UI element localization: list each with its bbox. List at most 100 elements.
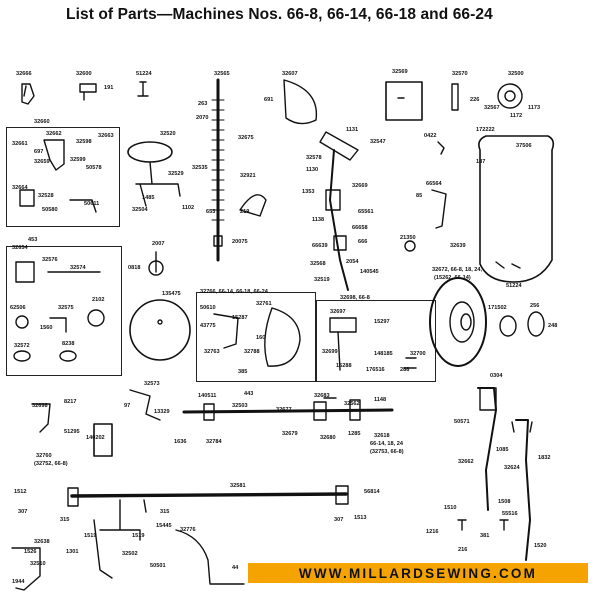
part-label: 32761 — [256, 301, 272, 307]
part-label: 50610 — [200, 305, 216, 311]
part-label: 248 — [548, 323, 558, 329]
part-label: 32698, 66-8 — [340, 295, 370, 301]
part-label: 160 — [256, 335, 266, 341]
part-label: 140545 — [360, 269, 379, 275]
part-label: 15287 — [232, 315, 248, 321]
part-label: 219 — [240, 209, 250, 215]
assembly-frame-32766 — [196, 292, 316, 382]
part-label: 0422 — [424, 133, 437, 139]
part-label: 51224 — [136, 71, 152, 77]
part-label: 385 — [238, 369, 248, 375]
part-label: 1138 — [312, 217, 325, 223]
part-label: 32760 — [36, 453, 52, 459]
part-label: 66658 — [352, 225, 368, 231]
part-label: 1148 — [374, 397, 387, 403]
part-label: 32519 — [314, 277, 330, 283]
part-label: 50580 — [42, 207, 58, 213]
part-label: 1519 — [132, 533, 145, 539]
part-label: 32547 — [370, 139, 386, 145]
part-label: 8217 — [64, 399, 77, 405]
part-label: 32672, 66-8, 18, 24, — [432, 267, 483, 273]
part-label: 1510 — [444, 505, 457, 511]
part-label: 56814 — [364, 489, 380, 495]
part-label: 1131 — [346, 127, 359, 133]
part-label: 32624 — [504, 465, 520, 471]
part-label: 453 — [28, 237, 38, 243]
part-label: 1519 — [84, 533, 97, 539]
part-label: 32662 — [46, 131, 62, 137]
part-label: 32528 — [38, 193, 54, 199]
part-label: 0818 — [128, 265, 141, 271]
part-label: 32535 — [192, 165, 208, 171]
part-label: 32661 — [12, 141, 28, 147]
part-label: 1301 — [66, 549, 79, 555]
part-label: 32663 — [98, 133, 114, 139]
part-label: 44 — [232, 565, 239, 571]
part-label: 32699 — [322, 349, 338, 355]
part-label: (15262, 66-14) — [434, 275, 471, 281]
part-label: 443 — [244, 391, 254, 397]
part-label: 307 — [334, 517, 344, 523]
part-label: 66639 — [312, 243, 328, 249]
part-label: 65561 — [358, 209, 374, 215]
part-label: 381 — [480, 533, 490, 539]
part-label: 2007 — [152, 241, 165, 247]
part-label: 288 — [400, 367, 410, 373]
part-label: 176516 — [366, 367, 385, 373]
website-banner[interactable]: WWW.MILLARDSEWING.COM — [248, 563, 588, 583]
part-label: 187 — [476, 159, 486, 165]
part-label: 1173 — [528, 105, 541, 111]
part-label: 32664 — [12, 185, 28, 191]
part-label: 55516 — [502, 511, 518, 517]
part-label: 37506 — [516, 143, 532, 149]
part-label: 1560 — [40, 325, 53, 331]
part-label: 32565 — [214, 71, 230, 77]
part-label: 51224 — [506, 283, 522, 289]
part-label: 32784 — [206, 439, 222, 445]
part-label: 1508 — [498, 499, 511, 505]
part-label: 32573 — [144, 381, 160, 387]
part-label: 32698 — [32, 403, 48, 409]
part-label: 85 — [416, 193, 423, 199]
assembly-frame-32654 — [6, 246, 122, 376]
part-label: 32567 — [484, 105, 500, 111]
part-label: 8238 — [62, 341, 75, 347]
part-label: 32568 — [310, 261, 326, 267]
part-label: 1944 — [12, 579, 25, 585]
part-label: (32753, 66-8) — [370, 449, 404, 455]
part-label: 13329 — [154, 409, 170, 415]
part-label: 32569 — [392, 69, 408, 75]
part-label: 32502 — [122, 551, 138, 557]
part-label: 32680 — [320, 435, 336, 441]
part-label: 32677 — [276, 407, 292, 413]
part-label: 172222 — [476, 127, 495, 133]
part-label: 15445 — [156, 523, 172, 529]
part-label: 32562 — [344, 401, 360, 407]
part-label: 32510 — [30, 561, 46, 567]
part-label: 50611 — [84, 201, 100, 207]
part-label: 32654 — [12, 245, 28, 251]
part-label: 32921 — [240, 173, 256, 179]
part-label: 32700 — [410, 351, 426, 357]
part-label: 32529 — [168, 171, 184, 177]
part-label: 15288 — [336, 363, 352, 369]
part-label: 666 — [358, 239, 368, 245]
website-url: WWW.MILLARDSEWING.COM — [298, 565, 538, 581]
part-label: 50578 — [86, 165, 102, 171]
part-label: 32662 — [458, 459, 474, 465]
part-label: 32638 — [34, 539, 50, 545]
part-label: 216 — [458, 547, 468, 553]
part-label: 21350 — [400, 235, 416, 241]
part-label: 2054 — [346, 259, 359, 265]
part-label: 32766, 66-14, 66-18, 66-24 — [200, 289, 268, 295]
part-label: 32763 — [204, 349, 220, 355]
part-label: 32679 — [282, 431, 298, 437]
part-label: 191 — [104, 85, 114, 91]
part-label: 32574 — [70, 265, 86, 271]
part-label: 32581 — [230, 483, 246, 489]
part-label: 32639 — [450, 243, 466, 249]
part-label: 1102 — [182, 205, 195, 211]
page-title: List of Parts—Machines Nos. 66-8, 66-14,… — [66, 6, 493, 23]
part-label: 1526 — [24, 549, 37, 555]
